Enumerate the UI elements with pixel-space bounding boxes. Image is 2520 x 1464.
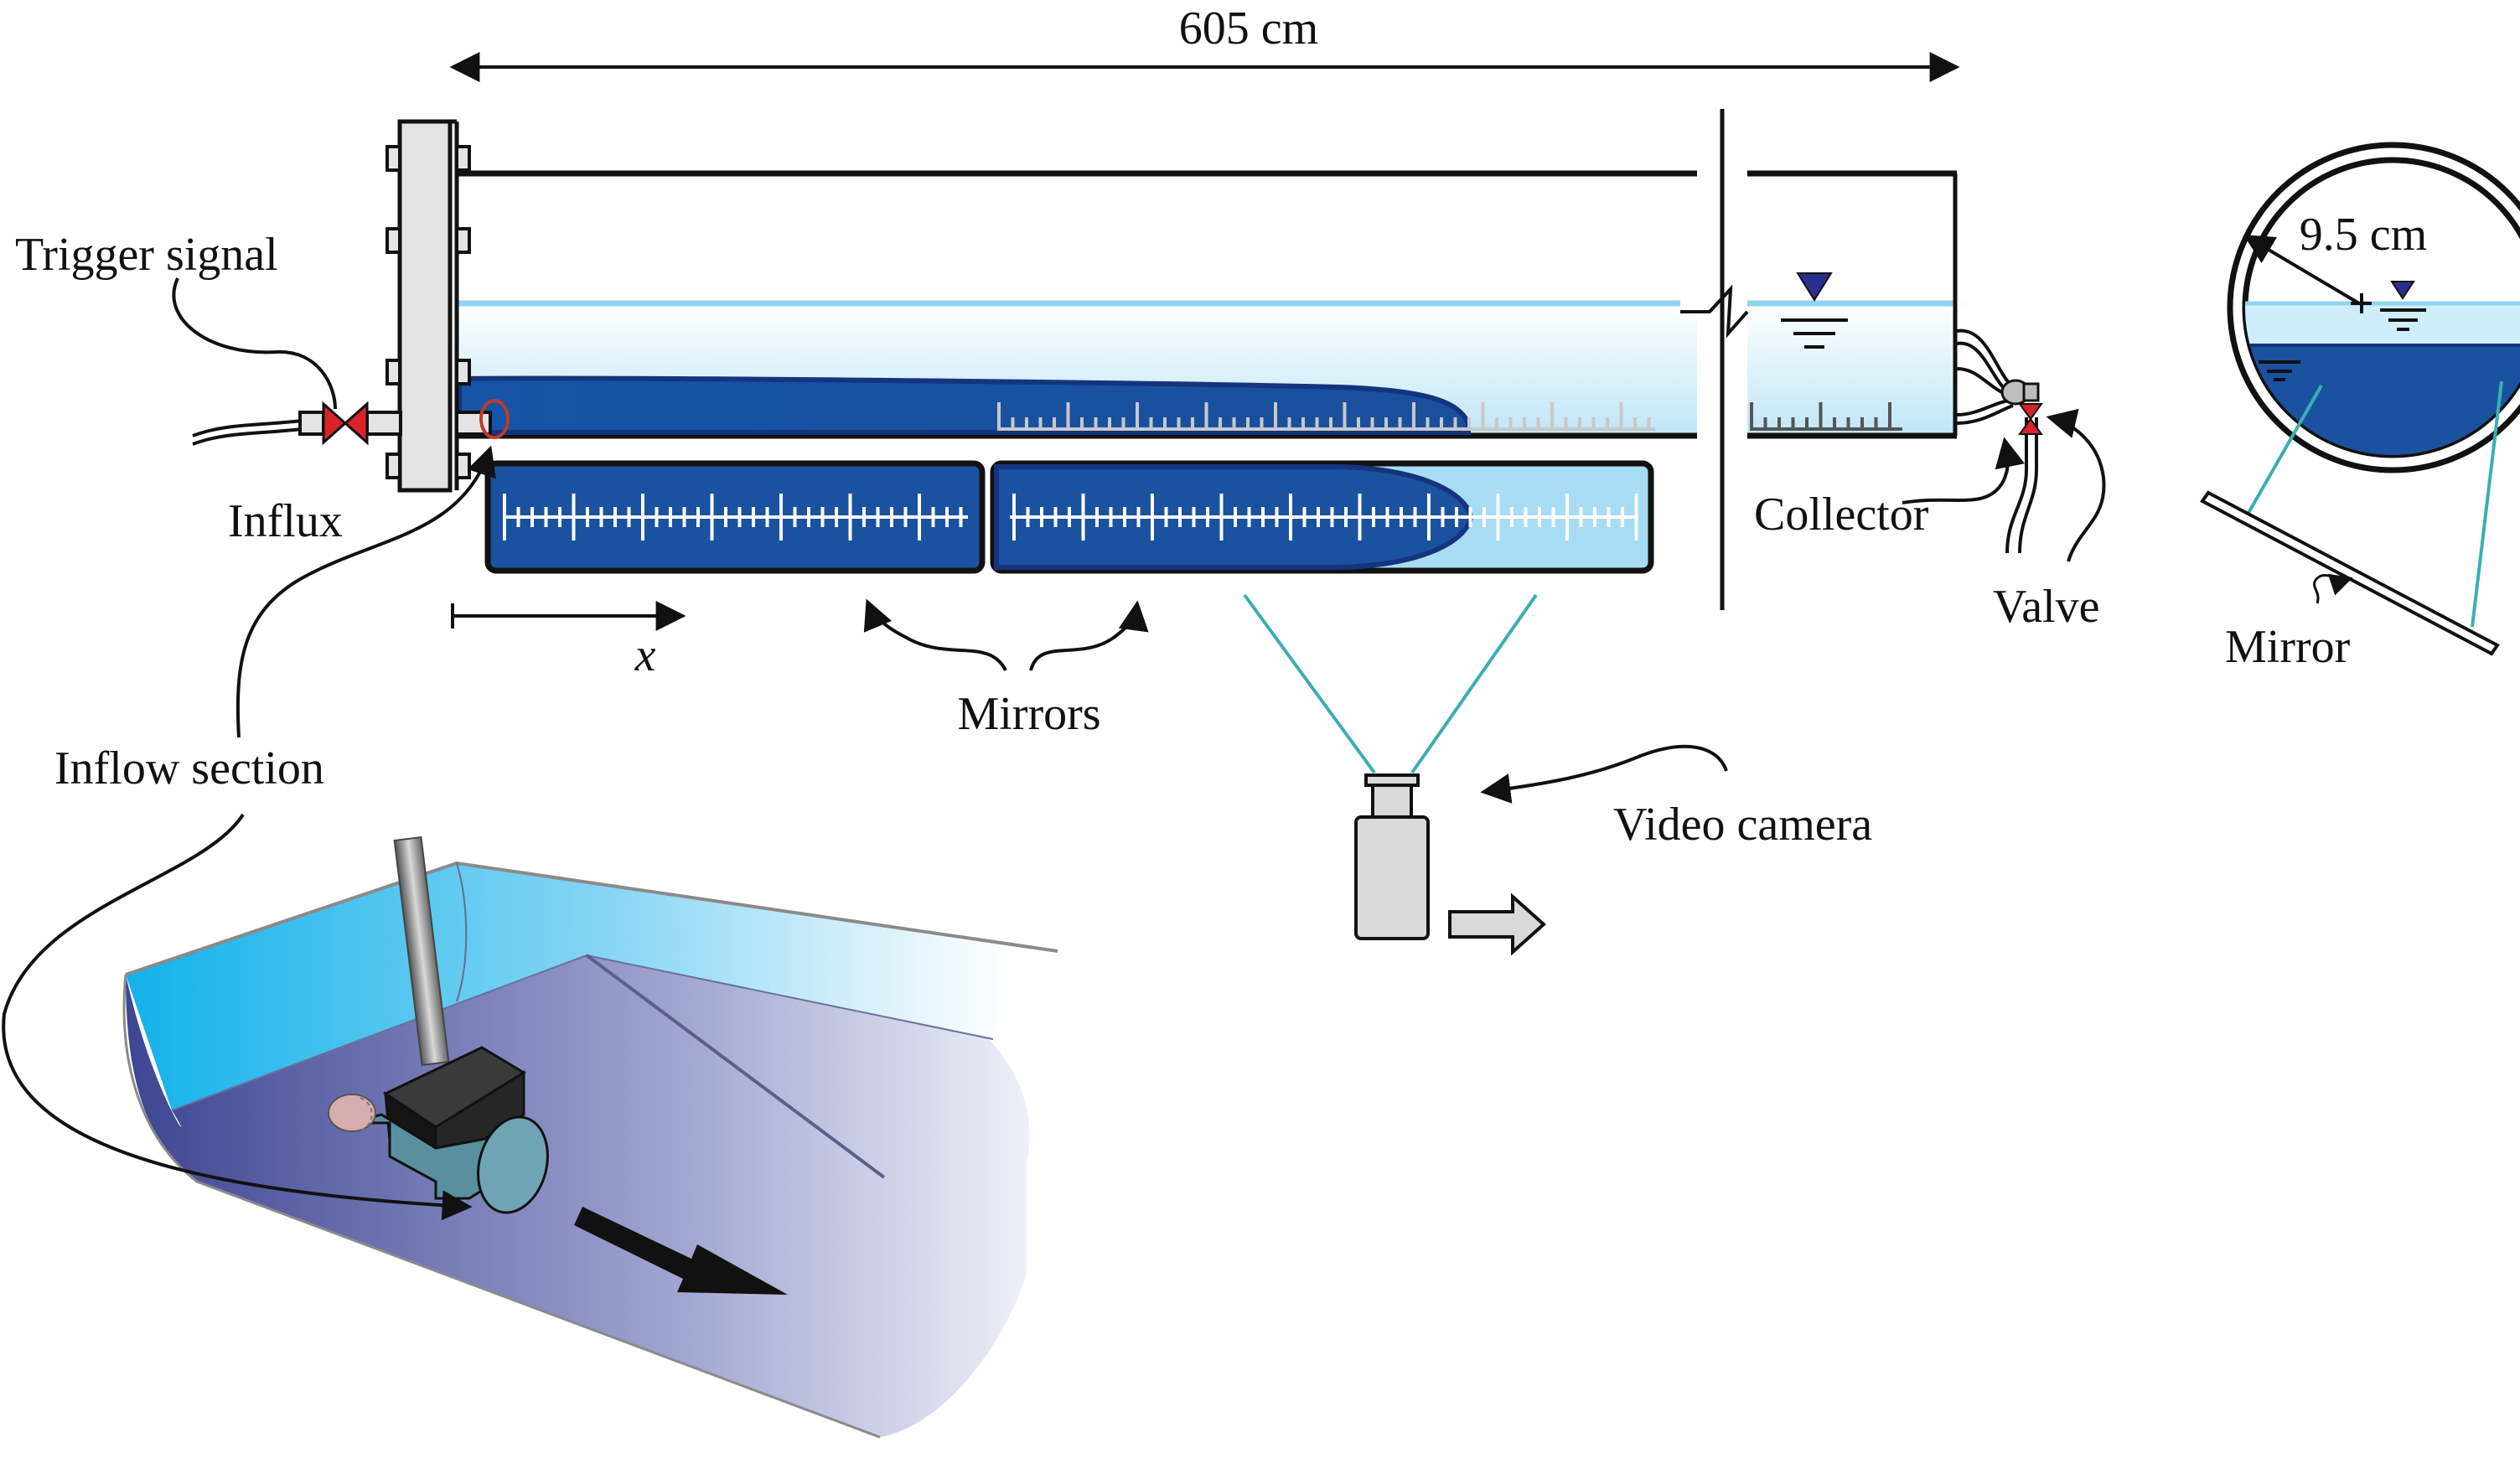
video-camera-pointer — [1480, 744, 1728, 804]
influx-label: Influx — [228, 495, 343, 547]
camera-move-arrow-icon — [1448, 892, 1547, 956]
valve-pointer — [2046, 408, 2106, 562]
inflow-section-3d-pointer — [2, 813, 473, 1221]
tank-scale — [997, 402, 1655, 431]
length-label: 605 cm — [1179, 3, 1318, 54]
mirror-strip-right — [990, 460, 1654, 574]
collector-icon — [2000, 379, 2040, 406]
flange-bolts — [386, 145, 471, 479]
inflow-valve-icon[interactable] — [322, 401, 369, 446]
cross-section-inset: 9.5 cm — [2227, 142, 2520, 473]
mirror-label: Mirror — [2225, 621, 2351, 673]
trigger-signal-wire — [172, 277, 337, 410]
inflow-section-3d — [122, 835, 1058, 1439]
water-level-symbol — [1781, 272, 1848, 349]
diameter-label: 9.5 cm — [2300, 209, 2427, 261]
mirror-strip-left — [484, 460, 986, 574]
collector-pointer — [1902, 437, 2026, 504]
outlet-pipes — [1956, 328, 2038, 554]
tank — [457, 109, 1958, 610]
x-axis-label: x — [634, 629, 656, 681]
video-camera-icon[interactable] — [1354, 773, 1430, 940]
mirrors-callout: Mirrors — [863, 598, 1149, 740]
valve-label: Valve — [1993, 581, 2100, 633]
sight-lines — [1243, 593, 1538, 774]
gravity-current — [457, 375, 1471, 435]
inflow-section-label: Inflow section — [54, 742, 324, 794]
inflow-section-pointer — [235, 445, 496, 738]
inset-mirror: Mirror — [2200, 380, 2503, 673]
outlet-valve-icon[interactable] — [2018, 403, 2043, 435]
mirrors-label: Mirrors — [957, 688, 1100, 740]
tank-scale-right — [1750, 402, 1902, 431]
length-dimension: 605 cm — [449, 3, 1960, 82]
inflow-piping — [192, 399, 510, 446]
collector-label: Collector — [1754, 489, 1929, 541]
x-axis: x — [451, 601, 686, 681]
trigger-signal-label: Trigger signal — [15, 229, 278, 281]
video-camera-label: Video camera — [1613, 799, 1872, 851]
